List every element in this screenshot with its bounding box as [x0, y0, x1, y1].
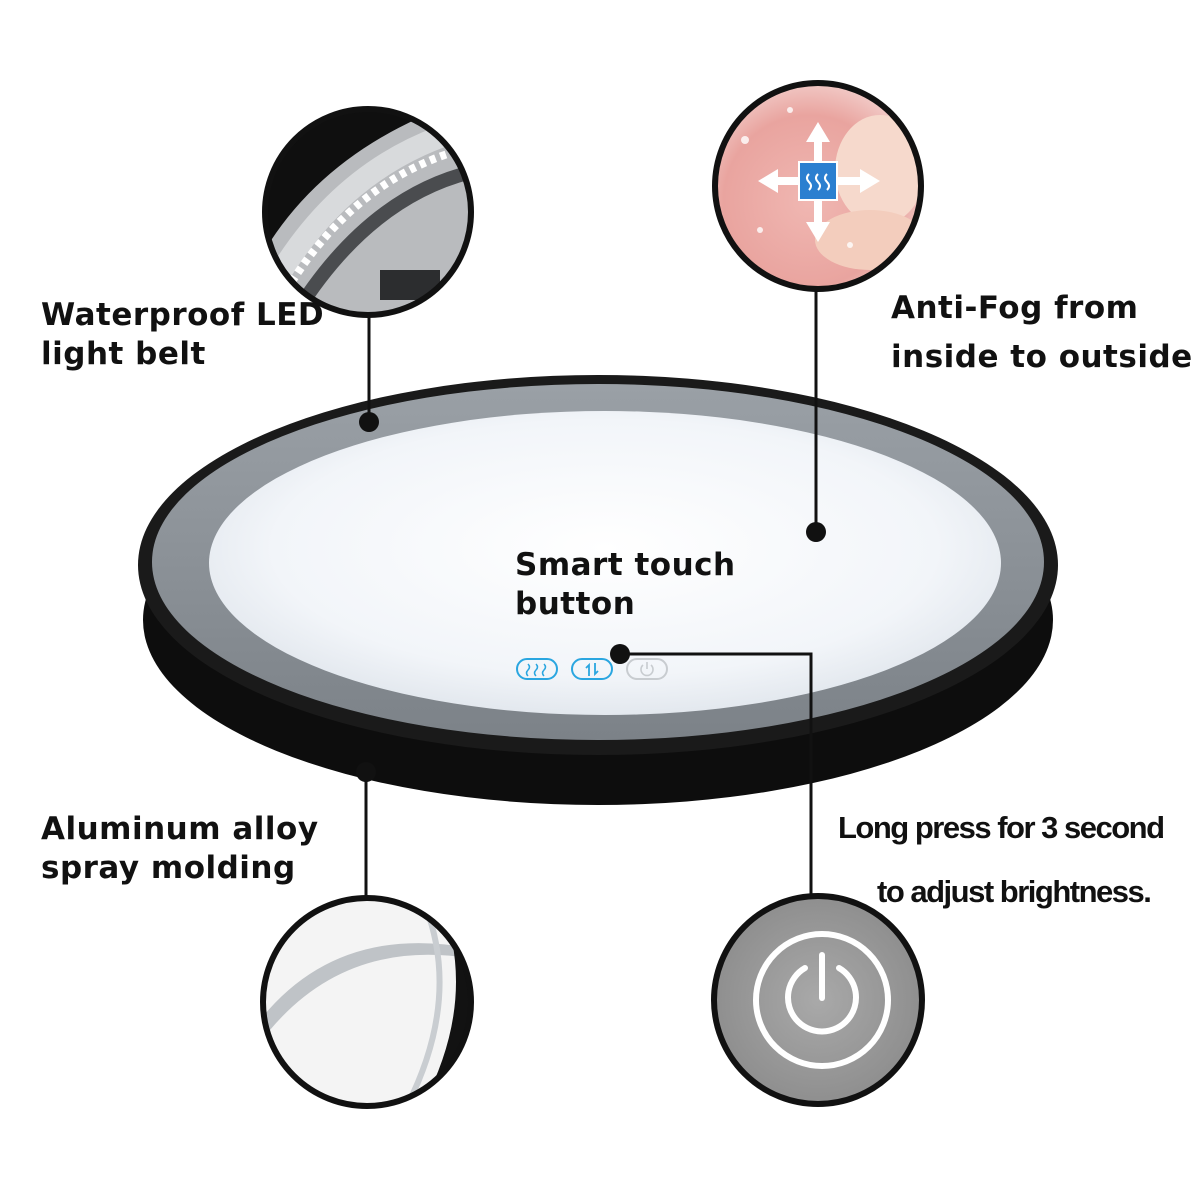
callout-alloy-line2: spray molding — [41, 850, 296, 886]
callout-led-belt: Waterproof LED light belt — [41, 296, 324, 374]
callout-connectors — [364, 289, 818, 898]
antifog-arrows-icon — [758, 122, 880, 242]
callout-alloy-line1: Aluminum alloy — [41, 811, 319, 847]
callout-long-press-line1: Long press for 3 second — [838, 810, 1165, 845]
round-mirror — [138, 375, 1058, 805]
detail-alloy-edge — [260, 895, 474, 1109]
callout-touch-line2: button — [515, 586, 636, 622]
callout-long-press-line2: to adjust brightness. — [877, 874, 1152, 909]
callout-antifog-line2: inside to outside — [891, 339, 1193, 375]
touch-buttons — [516, 658, 668, 680]
callout-led-line1: Waterproof LED — [41, 297, 325, 333]
callout-led-line2: light belt — [41, 336, 206, 372]
power-icon — [626, 658, 668, 680]
detail-power-button — [711, 893, 925, 1107]
callout-smart-touch: Smart touch button — [515, 546, 736, 624]
brightness-icon — [571, 658, 613, 680]
callout-aluminum-alloy: Aluminum alloy spray molding — [41, 810, 319, 888]
mirror-glass — [209, 411, 1001, 715]
callout-antifog-line1: Anti-Fog from — [891, 290, 1139, 326]
antifog-icon — [516, 658, 558, 680]
callout-dots — [356, 412, 826, 782]
detail-antifog — [712, 80, 924, 292]
callout-antifog: Anti-Fog from inside to outside — [891, 289, 1193, 377]
callout-touch-line1: Smart touch — [515, 547, 736, 583]
